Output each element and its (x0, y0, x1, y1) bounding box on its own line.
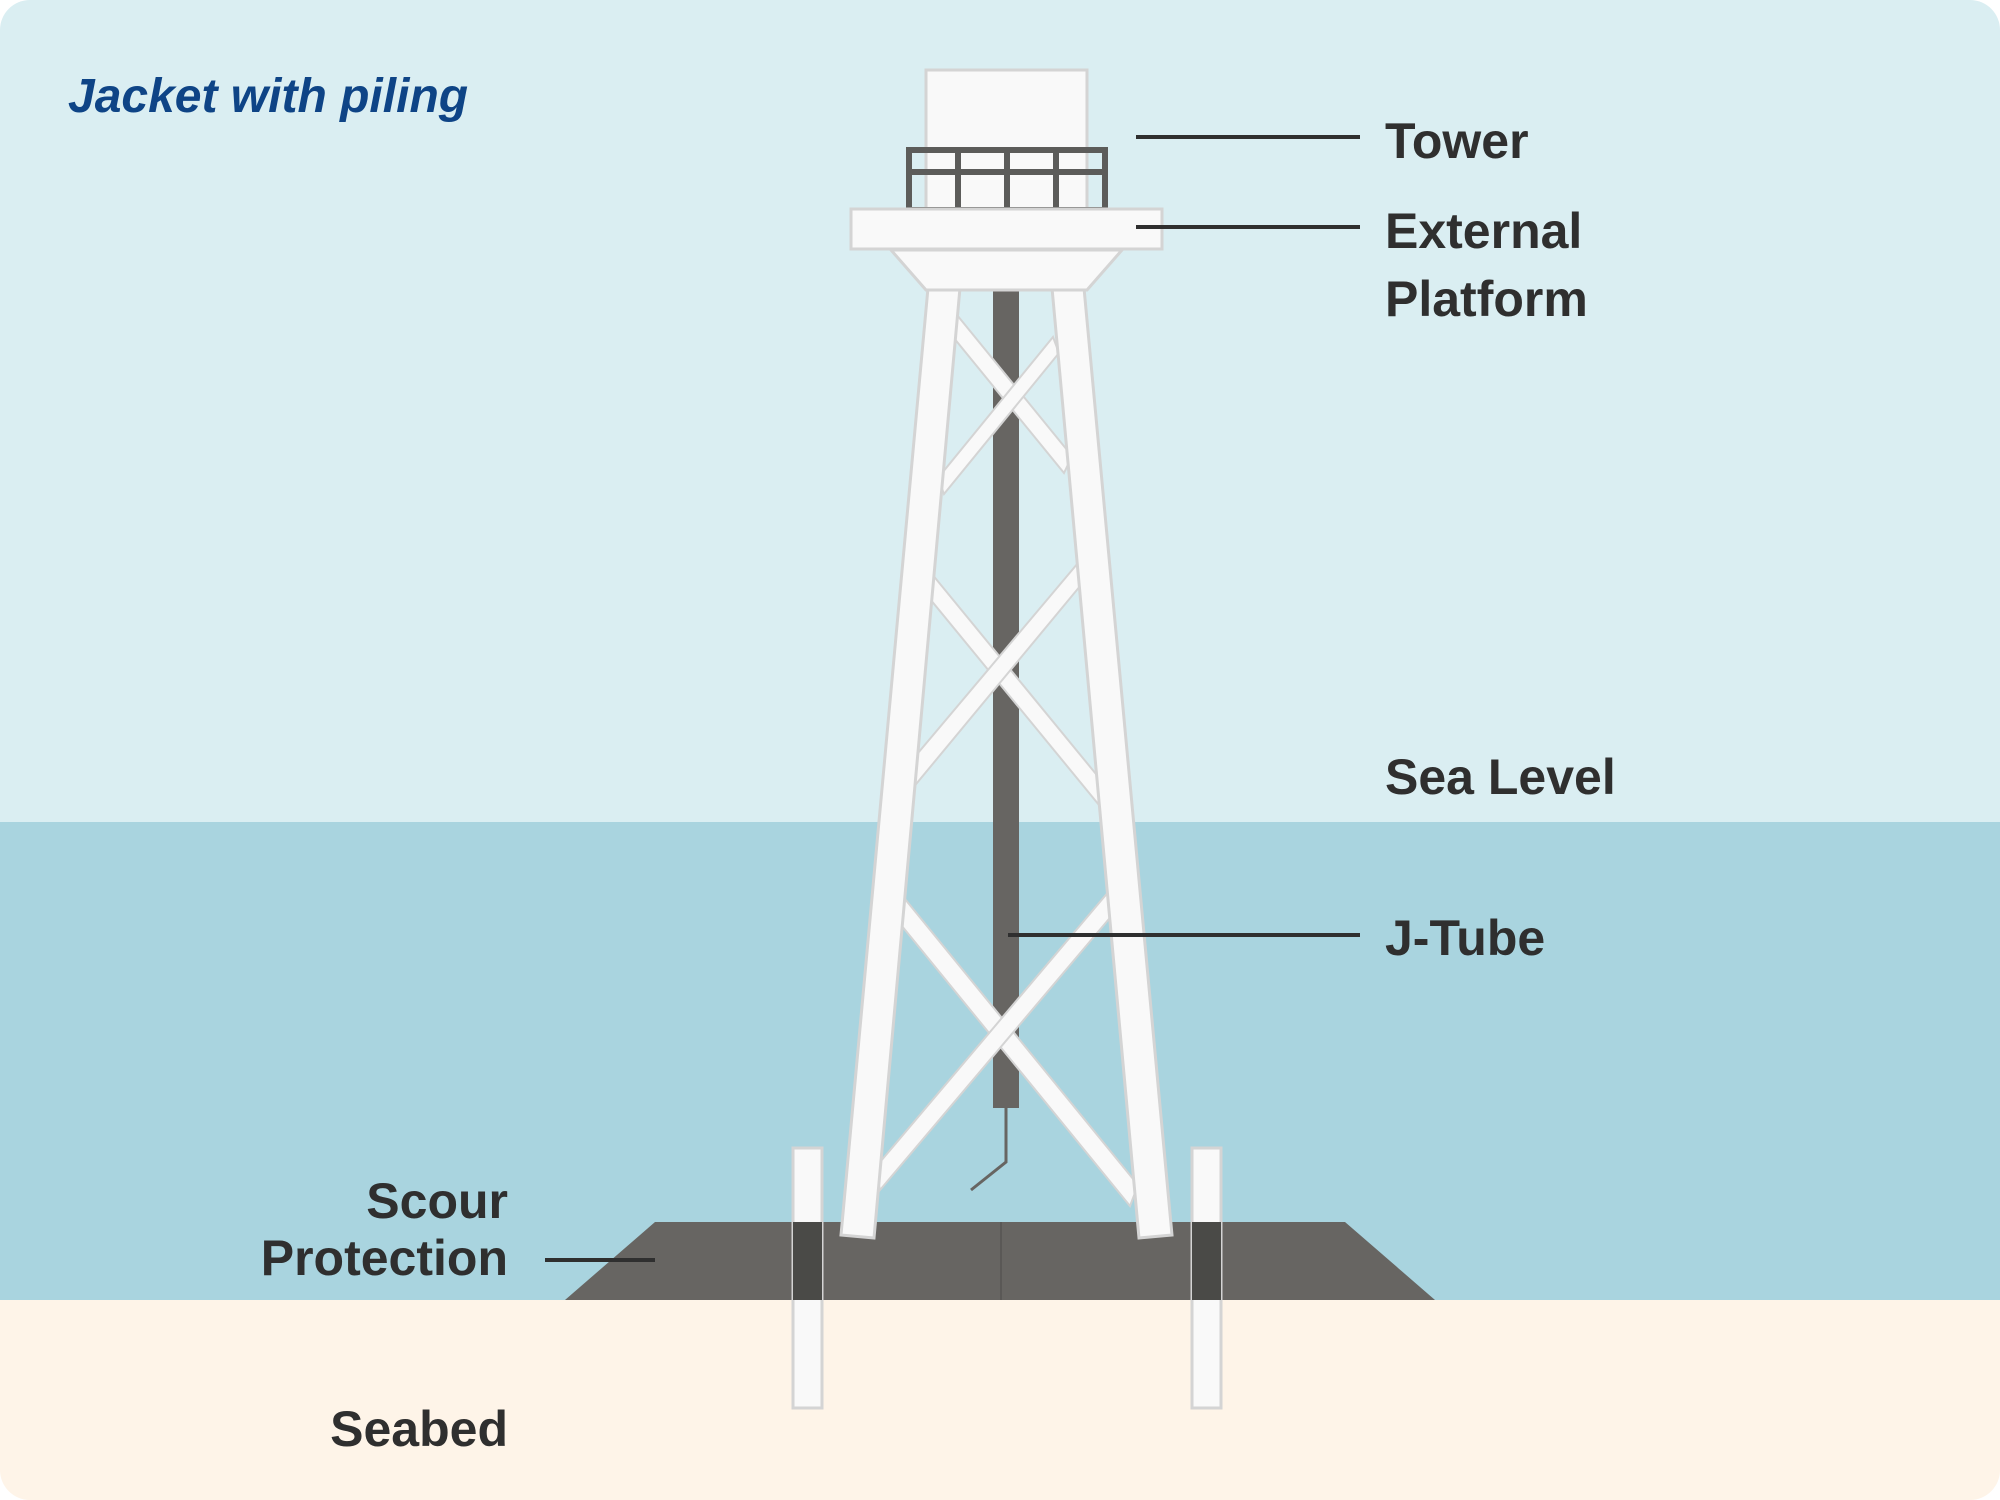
diagram-title: Jacket with piling (68, 70, 468, 123)
right-pile (1190, 1146, 1223, 1410)
scour-protection-label-line1: Scour (366, 1173, 508, 1229)
transition-piece (887, 248, 1126, 292)
external-platform (849, 207, 1164, 251)
seabed-region (0, 1300, 2000, 1500)
j-tube-label: J-Tube (1385, 910, 1545, 966)
external-platform-label-line2: Platform (1385, 271, 1588, 327)
seabed-label: Seabed (330, 1401, 508, 1457)
left-pile (791, 1146, 824, 1410)
scour-protection-label-line2: Protection (261, 1230, 508, 1286)
tower-label: Tower (1385, 113, 1529, 169)
sea-level-label: Sea Level (1385, 749, 1616, 805)
external-platform-label-line1: External (1385, 203, 1582, 259)
j-tube-cable (970, 1108, 1008, 1192)
leader-lines (545, 135, 1360, 1262)
